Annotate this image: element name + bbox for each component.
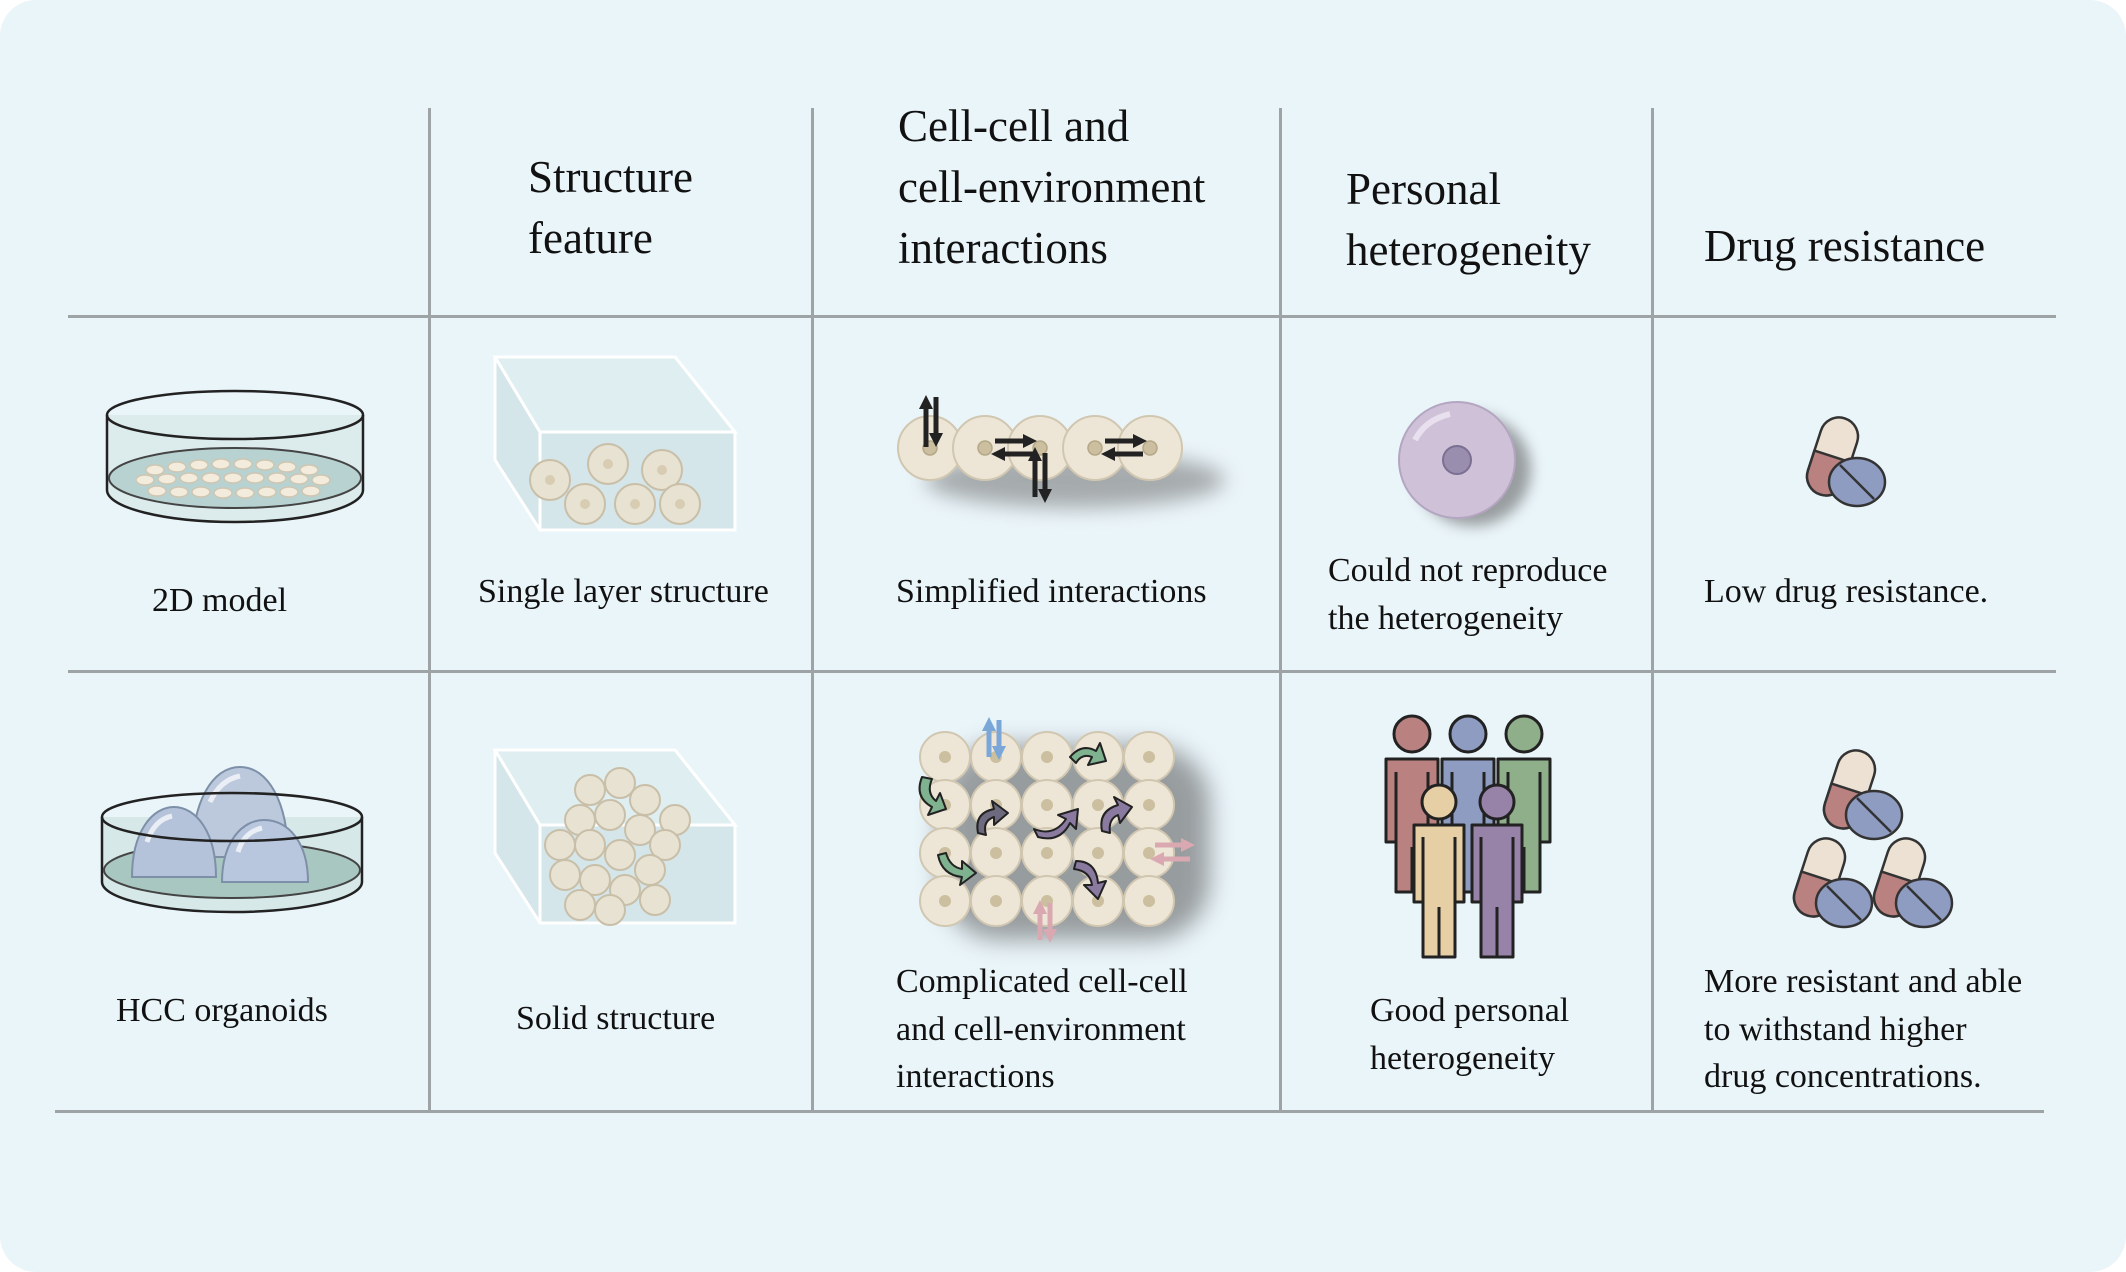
organoid-dish-icon bbox=[100, 765, 364, 914]
row2-drug-caption: More resistant and able to withstand hig… bbox=[1704, 963, 2023, 1096]
grid-vline-3 bbox=[1279, 108, 1282, 1113]
header-personal-heterogeneity: Personal heterogeneity bbox=[1346, 164, 1591, 276]
grid-vline-1 bbox=[428, 108, 431, 1113]
people-group-icon bbox=[1384, 714, 1552, 959]
header-interactions: Cell-cell and cell-environment interacti… bbox=[898, 101, 1206, 274]
drug-capsule-single-icon bbox=[1805, 416, 1887, 508]
single-layer-box-icon bbox=[492, 355, 739, 532]
row2-heterogeneity-caption: Good personal heterogeneity bbox=[1370, 992, 1570, 1077]
row1-heterogeneity-caption: Could not reproduce the heterogeneity bbox=[1328, 552, 1608, 637]
solid-structure-box-icon bbox=[492, 748, 739, 926]
header-structure-feature: Structure feature bbox=[528, 152, 693, 264]
single-cell-icon bbox=[1398, 401, 1531, 526]
cell-grid-interactions-icon bbox=[918, 717, 1210, 943]
row2-structure-caption: Solid structure bbox=[516, 1000, 716, 1037]
row2-model-label: HCC organoids bbox=[116, 992, 328, 1029]
row1-drug-caption: Low drug resistance. bbox=[1704, 573, 1989, 610]
row1-model-label: 2D model bbox=[152, 582, 288, 619]
header-drug-resistance: Drug resistance bbox=[1704, 221, 1986, 271]
grid-hline-1 bbox=[68, 315, 2056, 318]
cell-row-interactions-icon bbox=[897, 395, 1225, 508]
petri-dish-2d-icon bbox=[105, 389, 365, 524]
row2-interactions-caption: Complicated cell-cell and cell-environme… bbox=[896, 963, 1188, 1096]
row1-interactions-caption: Simplified interactions bbox=[896, 573, 1207, 610]
drug-capsules-multiple-icon bbox=[1792, 749, 1954, 929]
grid-vline-2 bbox=[811, 108, 814, 1113]
grid-vline-4 bbox=[1651, 108, 1654, 1113]
grid-hline-3 bbox=[55, 1110, 2044, 1113]
row1-structure-caption: Single layer structure bbox=[478, 573, 769, 610]
grid-hline-2 bbox=[68, 670, 2056, 673]
